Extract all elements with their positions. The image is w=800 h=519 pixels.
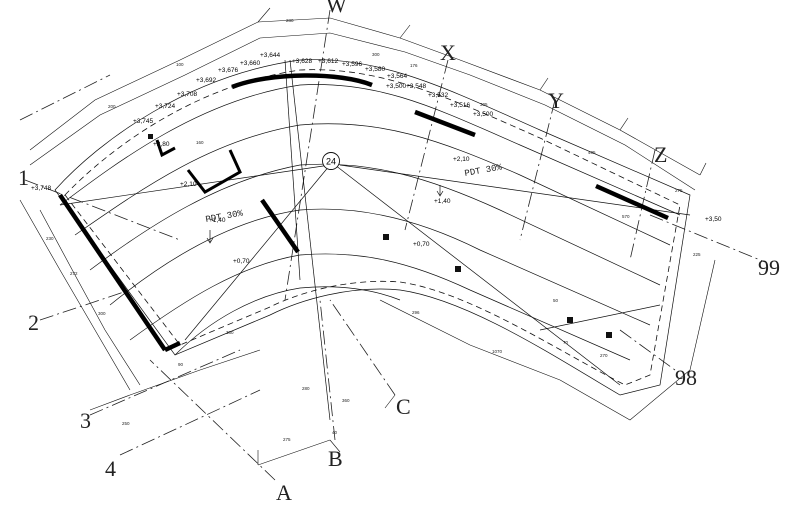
- dimension-label: 275: [675, 188, 683, 193]
- axis-c: C: [396, 394, 411, 419]
- elevation-label: +2,80: [153, 141, 170, 148]
- elevation-label: +2,10: [180, 181, 197, 188]
- elevation-label: +3,500: [386, 83, 406, 90]
- ramp-contours: [59, 59, 691, 421]
- dimension-label: 305: [480, 102, 488, 107]
- elevation-label: +3,548: [406, 83, 426, 90]
- elevation-label: +3,596: [342, 61, 362, 68]
- dimension-label: 40: [332, 430, 338, 435]
- axis-2: 2: [28, 310, 39, 335]
- axis-1: 1: [18, 165, 29, 190]
- dimension-label: 296: [412, 310, 420, 315]
- elevation-label: +3,500: [473, 111, 493, 118]
- dimension-label: 570: [622, 214, 630, 219]
- dimension-label: 50: [553, 298, 559, 303]
- axis-4: 4: [105, 456, 116, 481]
- dimension-label: 90: [178, 362, 184, 367]
- dimension-label: 225: [693, 252, 701, 257]
- elevation-label: +1,40: [209, 217, 226, 224]
- elevation-label: +3,50: [705, 216, 722, 223]
- axis-x: X: [440, 40, 456, 65]
- elevation-label: +1,40: [434, 198, 451, 205]
- axis-w: W: [326, 0, 347, 17]
- elevation-label: +3,748: [31, 185, 51, 192]
- axis-b: B: [328, 446, 343, 471]
- dimension-label: 100: [176, 62, 184, 67]
- section-marker: 24: [322, 152, 340, 170]
- elevation-label: +0,70: [233, 258, 250, 265]
- elevation-label: +3,660: [240, 60, 260, 67]
- dimension-label: 275: [283, 437, 291, 442]
- axis-99: 99: [758, 255, 780, 280]
- dimension-label: 405: [588, 150, 596, 155]
- dimension-label: 272: [70, 271, 78, 276]
- dimension-label: 176: [410, 63, 418, 68]
- axis-z: Z: [654, 142, 667, 167]
- dimension-label: 280: [286, 18, 294, 23]
- slab-outline: [54, 59, 691, 396]
- section-marker-label: 24: [326, 157, 336, 167]
- elevation-label: +3,612: [318, 58, 338, 65]
- elevation-label: +3,724: [155, 103, 175, 110]
- dimension-numbers: 280 300 176 305 405 275 570 225 270 1070…: [46, 18, 701, 442]
- elevation-label: +3,676: [218, 67, 238, 74]
- dimension-label: 300: [98, 311, 106, 316]
- elevation-label: +3,532: [428, 92, 448, 99]
- dimension-lines: [19, 7, 716, 466]
- elevation-label: +3,692: [196, 77, 216, 84]
- elevation-label: +3,516: [450, 102, 470, 109]
- elevation-label: +3,628: [292, 58, 312, 65]
- elevation-label: +3,745: [133, 118, 153, 125]
- axis-labels: W X Y Z A B C 1 2 3 4 98 99: [18, 0, 780, 505]
- elevation-label: +2,10: [453, 156, 470, 163]
- dimension-label: 380: [226, 330, 234, 335]
- dimension-label: 360: [342, 398, 350, 403]
- column-markers: [148, 134, 612, 338]
- walls: [58, 73, 669, 353]
- dimension-label: 230: [46, 236, 54, 241]
- dimension-label: 70: [563, 340, 569, 345]
- elevation-label: +3,708: [177, 91, 197, 98]
- dimension-label: 1070: [492, 349, 503, 354]
- axis-y: Y: [548, 88, 564, 113]
- dimension-label: 300: [372, 52, 380, 57]
- axis-a: A: [276, 480, 292, 505]
- dimension-label: 250: [122, 421, 130, 426]
- dimension-label: 280: [302, 386, 310, 391]
- dimension-label: 160: [196, 140, 204, 145]
- axis-98: 98: [675, 365, 697, 390]
- elevation-label: +0,70: [413, 241, 430, 248]
- slope-label: PDT 30%: [464, 162, 504, 179]
- axis-3: 3: [80, 408, 91, 433]
- dimension-label: 270: [600, 353, 608, 358]
- elevation-label: +3,580: [365, 66, 385, 73]
- elevation-labels: +3,644 +3,660 +3,676 +3,692 +3,708 +3,72…: [31, 52, 722, 265]
- elevation-label: +3,564: [387, 73, 407, 80]
- dimension-label: 200: [108, 104, 116, 109]
- slope-labels: PDT 30% PDT 30%: [205, 162, 504, 244]
- elevation-label: +3,644: [260, 52, 280, 59]
